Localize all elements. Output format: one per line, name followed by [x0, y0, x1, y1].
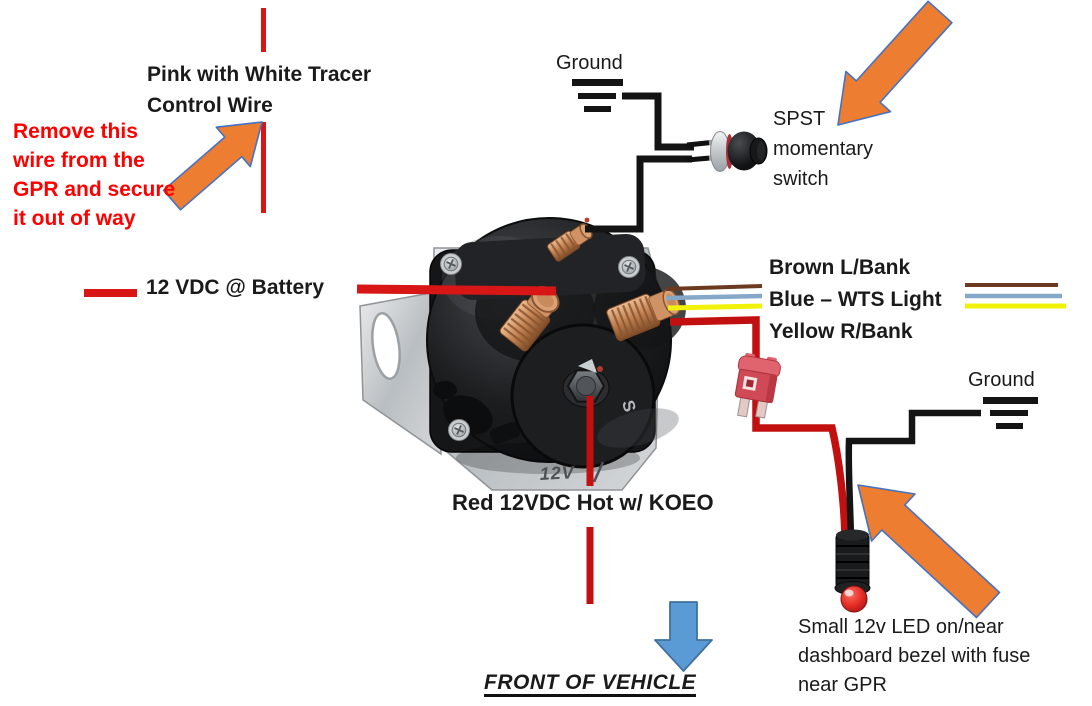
- pink-wire-label-line2: Control Wire: [147, 94, 273, 117]
- led-note: Small 12v LED on/near dashboard bezel wi…: [798, 613, 1030, 700]
- spst-switch-label-line2: momentary: [773, 138, 874, 160]
- front-of-vehicle-label: FRONT OF VEHICLE: [484, 672, 697, 697]
- switch-to-solenoid-wire: [585, 155, 692, 233]
- ground-right-label: Ground: [968, 369, 1035, 391]
- battery-label: 12 VDC @ Battery: [146, 276, 325, 299]
- spst-switch-label-line3: switch: [773, 168, 829, 190]
- led-note-line3: near GPR: [798, 674, 887, 696]
- ground-symbol-right-icon: [983, 397, 1038, 429]
- front-direction-arrow-icon: [654, 601, 713, 672]
- remove-wire-arrow-icon: [162, 121, 263, 211]
- remove-wire-note-line2: wire from the: [13, 149, 145, 172]
- brown-wire-label: Brown L/Bank: [769, 256, 911, 279]
- fuse: [734, 353, 781, 419]
- bracket-slot-hole: [371, 312, 401, 380]
- bank-wire-labels: Brown L/Bank Blue – WTS Light Yellow R/B…: [762, 249, 965, 354]
- remove-wire-note-line4: it out of way: [13, 207, 136, 230]
- fused-led-power-wire: [669, 316, 849, 537]
- solenoid-embossed-12v: 12V: [539, 462, 576, 484]
- remove-wire-note-line3: GPR and secure: [13, 178, 176, 201]
- bank-wires: [665, 283, 1066, 311]
- battery-wire: [84, 284, 557, 297]
- switch-arrow-icon: [837, 0, 953, 126]
- remove-wire-note: Remove this wire from the GPR and secure…: [13, 117, 175, 233]
- s-terminal-marking: S: [618, 398, 639, 414]
- ground-to-switch-wire: [622, 92, 694, 151]
- ground-top-label: Ground: [556, 52, 623, 74]
- pink-wire-label: Pink with White Tracer Control Wire: [147, 59, 371, 121]
- solenoid-s-terminal: [562, 359, 610, 408]
- koeo-label: Red 12VDC Hot w/ KOEO: [452, 490, 714, 515]
- spst-switch-label-line1: SPST: [773, 108, 826, 130]
- solenoid-top-stud: [547, 223, 593, 262]
- led-indicator: [834, 529, 871, 613]
- pink-control-wire-line: [261, 8, 266, 213]
- spst-switch-label: SPST momentary switch: [773, 104, 873, 194]
- led-note-line1: Small 12v LED on/near: [798, 616, 1004, 638]
- remove-wire-note-line1: Remove this: [13, 120, 138, 143]
- ground-symbol-top-icon: [572, 79, 623, 112]
- led-ground-wire: [845, 409, 981, 538]
- momentary-switch: [686, 131, 768, 172]
- yellow-wire-label: Yellow R/Bank: [769, 320, 913, 343]
- led-arrow-icon: [857, 484, 1001, 619]
- solenoid-photo: S: [359, 217, 686, 491]
- solenoid-bank-stud: [606, 288, 681, 342]
- led-note-line2: dashboard bezel with fuse: [798, 645, 1031, 667]
- blue-wire-label: Blue – WTS Light: [769, 288, 942, 311]
- pink-wire-label-line1: Pink with White Tracer: [147, 63, 372, 86]
